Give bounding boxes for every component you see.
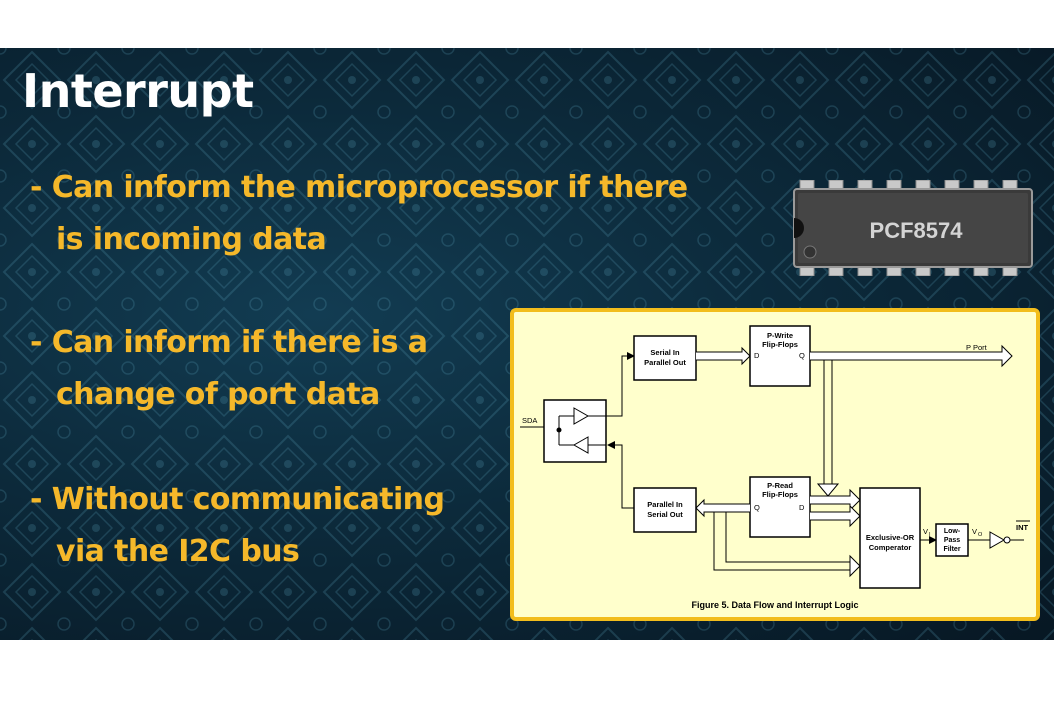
- vo-label: V: [972, 527, 977, 536]
- piso-label: Parallel In: [647, 500, 683, 509]
- loop-wire: [725, 512, 850, 563]
- bullet-port-change: - Can inform if there is a change of por…: [30, 317, 428, 421]
- data-flow-diagram: SDA Serial In Parallel Out P-Write Flip-…: [520, 325, 1030, 610]
- figure-frame: SDA Serial In Parallel Out P-Write Flip-…: [510, 308, 1040, 621]
- bus-pread-to-piso: [695, 498, 750, 518]
- pwrite-label: P-Write: [767, 331, 793, 340]
- piso-label: Serial Out: [647, 510, 683, 519]
- pread-label: P-Read: [767, 481, 793, 490]
- piso-box: [633, 487, 697, 533]
- pread-box: [749, 476, 811, 538]
- lpf-label: Low-: [944, 528, 961, 535]
- input-buffer-icon: [573, 407, 590, 425]
- vo-subscript: O: [978, 532, 983, 538]
- pread-label: Flip-Flops: [762, 490, 798, 499]
- figure-caption: Figure 5. Data Flow and Interrupt Logic: [691, 600, 858, 610]
- sda-label: SDA: [522, 416, 537, 425]
- pcf8574-chip: PCF8574: [793, 180, 1033, 276]
- pwrite-d-pin: D: [754, 351, 760, 360]
- lpf-label: Filter: [943, 546, 960, 553]
- loop-arrow-icon: [849, 554, 861, 578]
- lpf-label: Pass: [944, 537, 960, 544]
- pwrite-q-pin: Q: [799, 351, 805, 360]
- tap-arrow-icon: [816, 483, 840, 497]
- pport-label: P Port: [966, 343, 988, 352]
- bullet-line: - Can inform the microprocessor if there: [30, 170, 688, 205]
- pread-q-pin: Q: [754, 503, 760, 512]
- pread-d-pin: D: [799, 503, 805, 512]
- bus-to-pport: [810, 344, 1013, 368]
- wire-to-sipo: [606, 352, 635, 417]
- bullet-incoming-data: - Can inform the microprocessor if there…: [30, 162, 688, 266]
- vi-label: V: [923, 527, 928, 536]
- int-inverter-bubble: [1003, 536, 1011, 544]
- xor-comparator-box: [859, 487, 921, 589]
- sipo-box: [633, 335, 697, 381]
- slide-title: Interrupt: [22, 64, 254, 118]
- sipo-label: Parallel Out: [644, 358, 686, 367]
- bullet-line: - Can inform if there is a: [30, 325, 428, 360]
- chip-label: PCF8574: [870, 218, 964, 243]
- xor-label: Comperator: [869, 543, 912, 552]
- slide: Interrupt - Can inform the microprocesso…: [0, 48, 1054, 640]
- xor-label: Exclusive-OR: [866, 533, 915, 542]
- int-label: INT: [1016, 523, 1029, 532]
- int-driver-icon: [989, 531, 1006, 549]
- vi-subscript: I: [929, 532, 931, 538]
- lpf-box: [935, 523, 969, 557]
- pwrite-label: Flip-Flops: [762, 340, 798, 349]
- junction-dot: [556, 427, 562, 433]
- bus-sipo-to-pwrite: [696, 346, 751, 366]
- loop-wire: [713, 512, 850, 571]
- wire-from-piso: [607, 441, 634, 509]
- bus-to-comparator-mid: [810, 504, 861, 528]
- bullet-line: is incoming data: [56, 222, 327, 257]
- bus-to-comparator-top: [810, 488, 861, 512]
- sipo-label: Serial In: [650, 348, 680, 357]
- bullet-line: change of port data: [56, 377, 380, 412]
- bullet-without-i2c: - Without communicating via the I2C bus: [30, 474, 445, 578]
- bullet-line: via the I2C bus: [56, 534, 300, 569]
- bullet-line: - Without communicating: [30, 482, 445, 517]
